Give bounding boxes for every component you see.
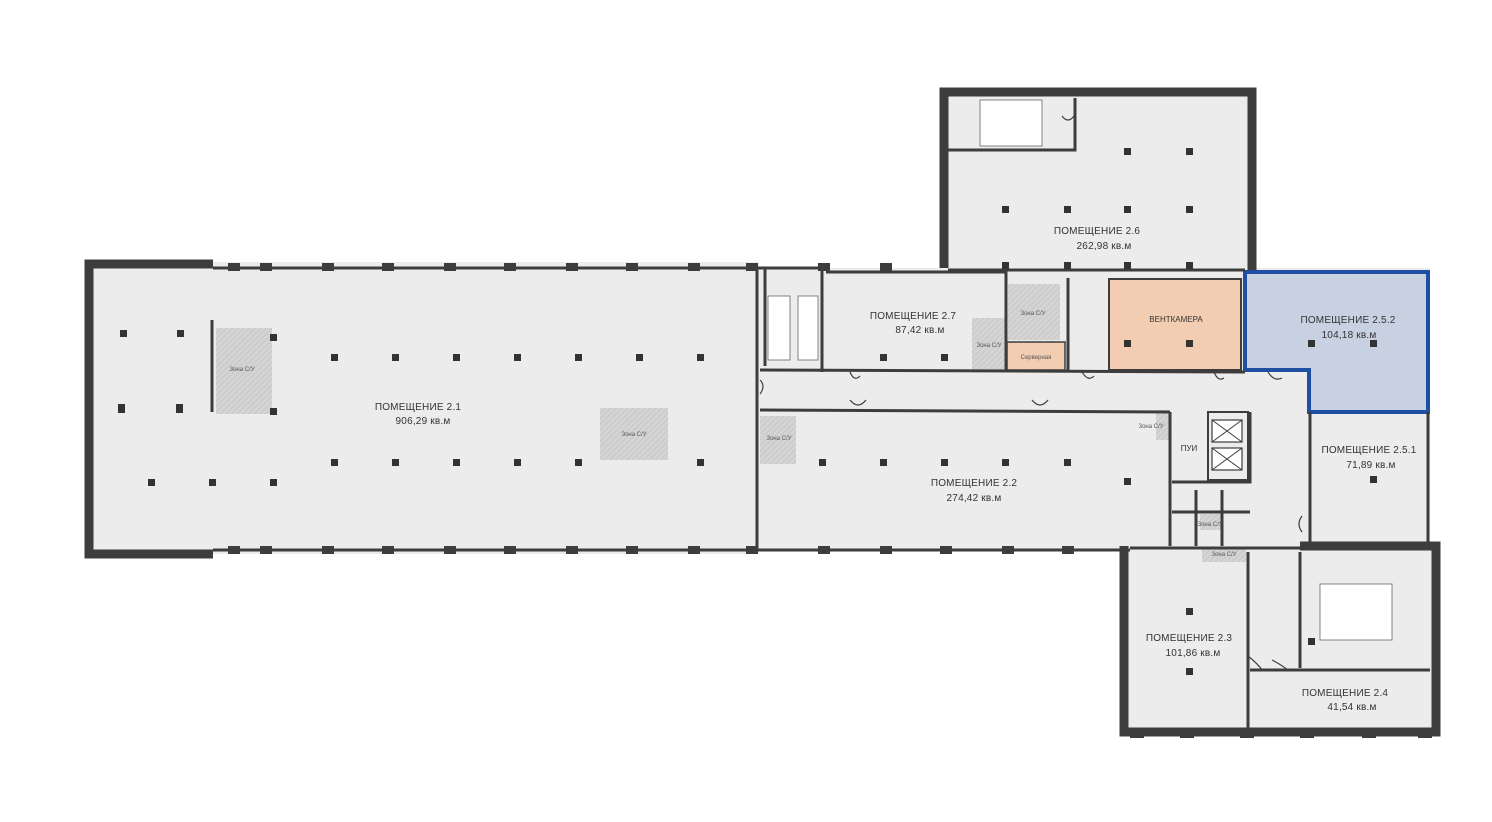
room-2-3-name: ПОМЕЩЕНИЕ 2.3 — [1146, 633, 1233, 644]
sanitary-zones — [216, 284, 1246, 562]
room-2-5-1-area: 71,89 кв.м — [1346, 460, 1395, 471]
room-2-4-area: 41,54 кв.м — [1327, 702, 1376, 713]
cleaning-room-label: ПУИ — [1181, 444, 1198, 453]
room-2-5-1-name: ПОМЕЩЕНИЕ 2.5.1 — [1321, 445, 1416, 456]
sanitary-zone-label: Зона С/У — [229, 367, 254, 373]
ventilation-room[interactable] — [1108, 278, 1242, 371]
window-piers — [228, 263, 1432, 738]
room-2-2-area: 274,42 кв.м — [947, 493, 1002, 504]
room-2-6-name: ПОМЕЩЕНИЕ 2.6 — [1054, 226, 1141, 237]
room-2-1[interactable]: ПОМЕЩЕНИЕ 2.1 906,29 кв.м — [375, 402, 462, 427]
sanitary-zone-label: Зона С/У — [766, 436, 791, 442]
room-2-7-area: 87,42 кв.м — [895, 325, 944, 336]
room-2-5-2-area: 104,18 кв.м — [1322, 330, 1377, 341]
room-2-4[interactable]: ПОМЕЩЕНИЕ 2.4 41,54 кв.м — [1302, 688, 1389, 713]
sanitary-zone-label: Зона С/У — [1138, 424, 1163, 430]
room-2-1-area: 906,29 кв.м — [396, 416, 451, 427]
ventilation-label: ВЕНТКАМЕРА — [1149, 315, 1203, 324]
room-2-7-name: ПОМЕЩЕНИЕ 2.7 — [870, 311, 957, 322]
sanitary-zone-label: Зона С/У — [976, 343, 1001, 349]
sanitary-zone-labels: Зона С/У Зона С/У Зона С/У Зона С/У Зона… — [229, 311, 1236, 558]
room-2-5-1[interactable]: ПОМЕЩЕНИЕ 2.5.1 71,89 кв.м — [1321, 445, 1416, 471]
room-2-6[interactable]: ПОМЕЩЕНИЕ 2.6 262,98 кв.м — [1054, 226, 1141, 252]
room-2-6-area: 262,98 кв.м — [1077, 241, 1132, 252]
room-2-1-name: ПОМЕЩЕНИЕ 2.1 — [375, 402, 462, 413]
room-2-3[interactable]: ПОМЕЩЕНИЕ 2.3 101,86 кв.м — [1146, 633, 1233, 659]
room-2-4-name: ПОМЕЩЕНИЕ 2.4 — [1302, 688, 1389, 699]
stairs — [767, 99, 1393, 641]
sanitary-zone-label: Зона С/У — [1020, 311, 1045, 317]
sanitary-zone-label: Зона С/У — [1197, 522, 1222, 528]
room-2-7[interactable]: ПОМЕЩЕНИЕ 2.7 87,42 кв.м — [870, 311, 957, 336]
room-2-5-2[interactable]: ПОМЕЩЕНИЕ 2.5.2 104,18 кв.м — [1300, 315, 1395, 341]
server-label: Серверная — [1021, 355, 1052, 361]
doors — [759, 115, 1303, 671]
room-2-5-2-name: ПОМЕЩЕНИЕ 2.5.2 — [1300, 315, 1395, 326]
walls — [84, 87, 1441, 737]
server-room[interactable] — [1006, 341, 1066, 371]
columns — [118, 148, 1377, 675]
sanitary-zone-label: Зона С/У — [621, 432, 646, 438]
room-2-3-area: 101,86 кв.м — [1166, 648, 1221, 659]
room-2-2[interactable]: ПОМЕЩЕНИЕ 2.2 274,42 кв.м — [931, 478, 1018, 504]
room-2-2-name: ПОМЕЩЕНИЕ 2.2 — [931, 478, 1018, 489]
sanitary-zone-label: Зона С/У — [1211, 552, 1236, 558]
